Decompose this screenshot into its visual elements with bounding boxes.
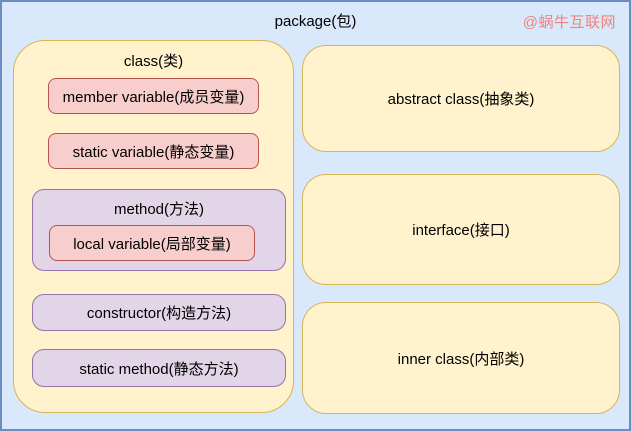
class-box: class(类) member variable(成员变量) static va… [13,40,294,413]
watermark: @蜗牛互联网 [522,14,616,31]
abstract-class-box: abstract class(抽象类) [302,45,620,152]
class-title: class(类) [123,53,184,70]
inner-class-label: inner class(内部类) [397,350,525,368]
inner-class-box: inner class(内部类) [302,302,620,414]
static-method-box: static method(静态方法) [32,349,286,387]
static-method-label: static method(静态方法) [79,360,239,378]
interface-label: interface(接口) [412,222,510,239]
member-variable-label: member variable(成员变量) [62,88,245,106]
method-title: method(方法) [113,201,205,218]
abstract-class-label: abstract class(抽象类) [387,91,535,108]
local-variable-box: local variable(局部变量) [49,225,255,261]
local-variable-label: local variable(局部变量) [73,235,231,253]
static-variable-box: static variable(静态变量) [48,133,259,169]
constructor-box: constructor(构造方法) [32,294,286,331]
static-variable-label: static variable(静态变量) [72,143,235,161]
constructor-label: constructor(构造方法) [86,305,232,322]
member-variable-box: member variable(成员变量) [48,78,259,114]
method-box: method(方法) local variable(局部变量) [32,189,286,271]
interface-box: interface(接口) [302,174,620,285]
package-title: package(包) [274,13,357,30]
